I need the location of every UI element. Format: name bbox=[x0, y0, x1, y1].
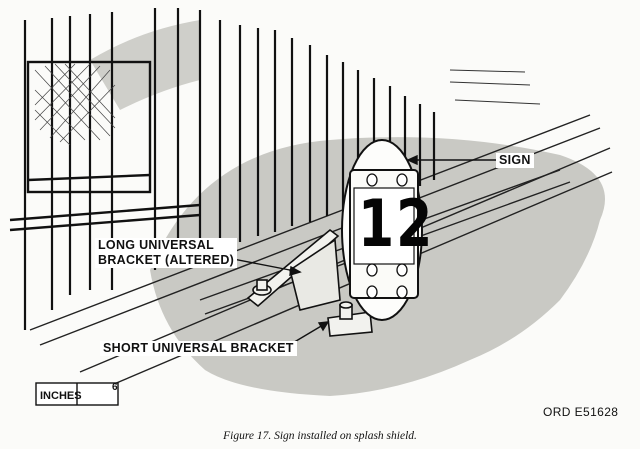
ground-shading-upper bbox=[90, 20, 200, 110]
sign-label: SIGN bbox=[496, 153, 534, 168]
scale-indicator: INCHES 6 bbox=[36, 382, 120, 407]
sign-number: 12 bbox=[358, 187, 435, 262]
reference-number: ORD E51628 bbox=[543, 405, 619, 419]
scale-unit: INCHES bbox=[40, 390, 82, 402]
window-frame bbox=[9, 60, 201, 232]
sign-bolts bbox=[366, 173, 408, 299]
sign-arrowhead bbox=[406, 154, 418, 166]
background-lines bbox=[449, 69, 541, 105]
leader-lines bbox=[227, 154, 496, 348]
sign-number-panel bbox=[353, 187, 415, 265]
scale-bar bbox=[35, 382, 119, 406]
mesh-screen bbox=[34, 63, 116, 146]
long-bracket-label: LONG UNIVERSAL BRACKET (ALTERED) bbox=[95, 238, 238, 268]
short-bracket-label: SHORT UNIVERSAL BRACKET bbox=[100, 341, 297, 356]
scale-value: 6 bbox=[112, 382, 118, 393]
short-bracket bbox=[327, 301, 373, 337]
long-bracket-label-line-2: BRACKET (ALTERED) bbox=[98, 253, 235, 267]
figure-caption: Figure 17. Sign installed on splash shie… bbox=[223, 430, 417, 442]
long-bracket-label-line-1: LONG UNIVERSAL bbox=[98, 238, 215, 252]
